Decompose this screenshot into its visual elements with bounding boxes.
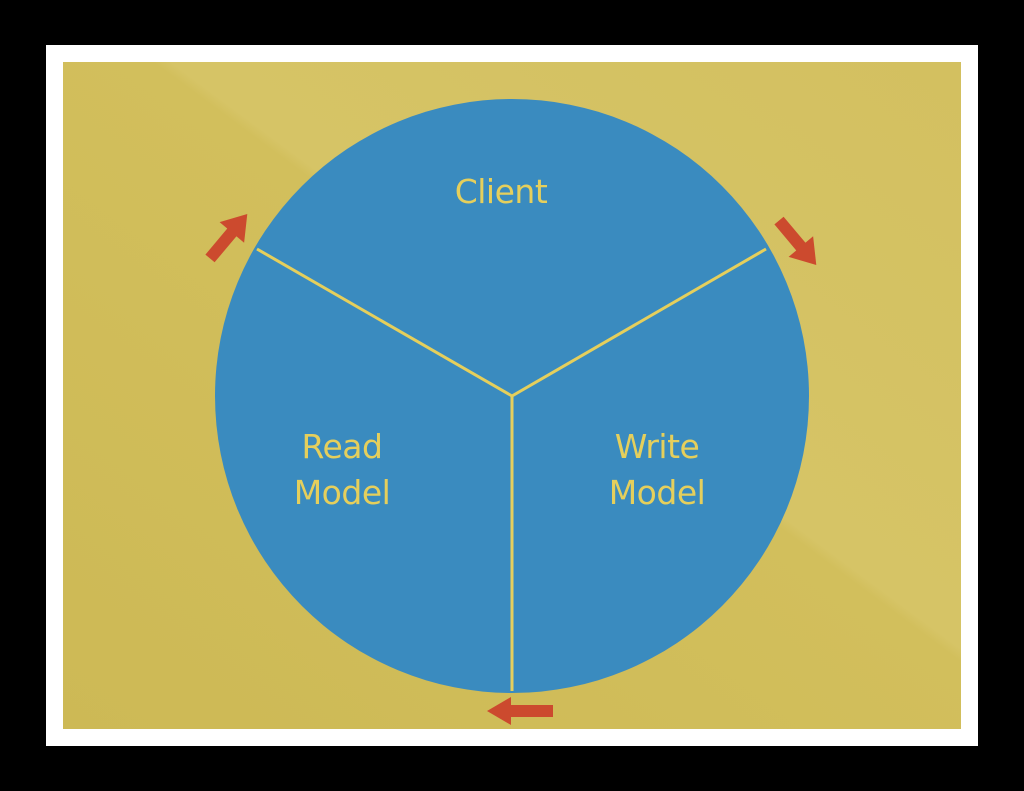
- arrow-up-right-icon: [205, 214, 248, 263]
- segment-dividers: [256, 247, 767, 691]
- segment-label-write-line1: Write: [615, 427, 700, 466]
- arrow-left-icon: [487, 697, 553, 725]
- segment-label-read-line2: Model: [294, 473, 391, 512]
- segment-label-write-line2: Model: [609, 473, 706, 512]
- cycle-diagram: Client Read Model Write Model: [63, 62, 961, 729]
- divider-right: [511, 247, 767, 398]
- arrow-down-right-icon: [774, 216, 817, 265]
- slide: Client Read Model Write Model: [63, 62, 961, 729]
- segment-label-client: Client: [455, 172, 548, 211]
- segment-label-read-line1: Read: [302, 427, 383, 466]
- divider-left: [256, 247, 513, 398]
